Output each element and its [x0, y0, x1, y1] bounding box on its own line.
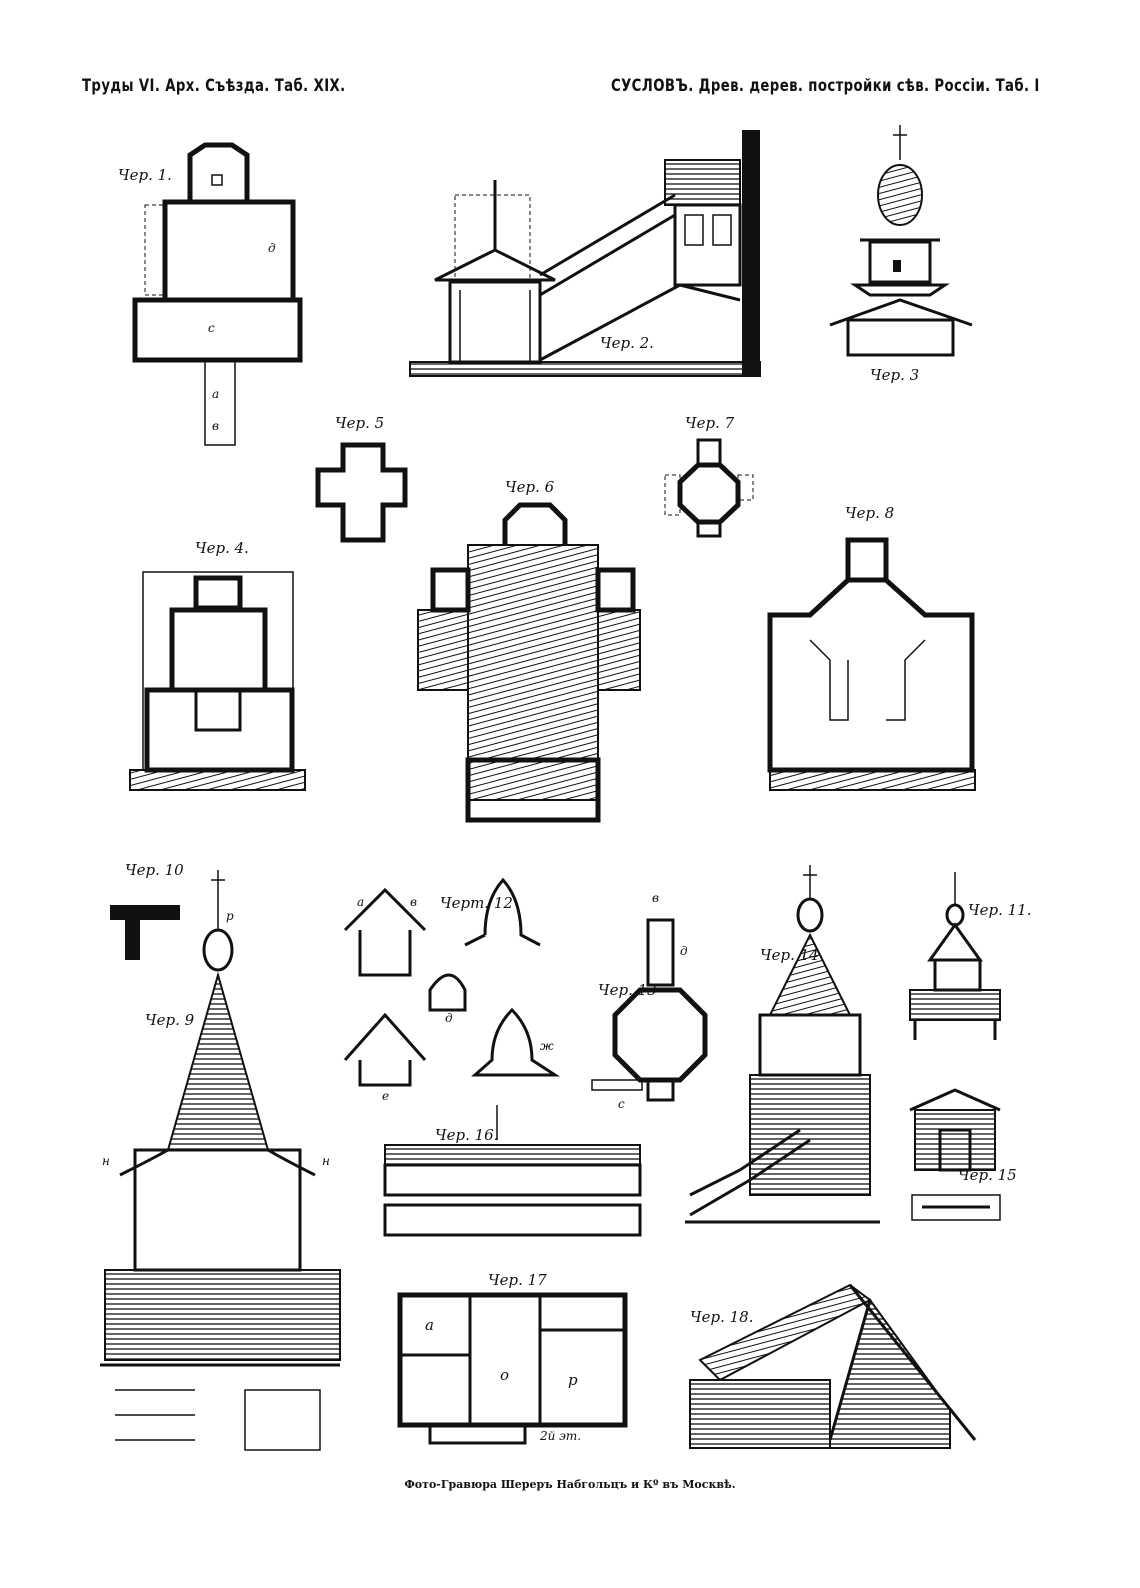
figure-11-label: Чер. 11. — [968, 901, 1031, 919]
figure-15-elevation: Чер. 15 — [909, 1088, 1017, 1221]
figure-4-label: Чер. 4. — [195, 539, 249, 557]
figure-2-label: Чер. 2. — [600, 334, 654, 352]
figure-12-label: Черт. 12 — [440, 894, 513, 912]
figure-8-plan: Чер. 8 — [767, 504, 976, 791]
fig17-letter: а — [425, 1316, 434, 1334]
figure-14-bell-tower-elevation: Чер. 14 — [685, 865, 880, 1224]
fig13-letter: в — [652, 891, 659, 905]
figure-10-cross-plan: Чер. 10 — [110, 861, 184, 960]
figure-13-octagon-plan: Чер. 13 в д с — [591, 891, 708, 1111]
figure-17-plan: Чер. 17 о р а 2й эт. — [397, 1271, 628, 1445]
figure-18-perspective: Чер. 18. — [689, 1283, 977, 1449]
figure-5-label: Чер. 5 — [335, 414, 384, 432]
fig1-letter: д — [268, 241, 276, 255]
figure-1-label: Чер. 1. — [118, 166, 172, 184]
figure-13-label: Чер. 13 — [598, 981, 657, 999]
plate-header-right: СУСЛОВЪ. Древ. дерев. постройки сѣв. Рос… — [611, 76, 1040, 96]
engraver-credit: Фото-Гравюра Шереръ Набгольцъ и Кº въ Мо… — [404, 1478, 736, 1491]
fig1-letter: с — [208, 321, 215, 335]
figure-16-label: Чер. 16. — [435, 1126, 498, 1144]
fig12-letter: а — [357, 895, 364, 909]
figure-2-porch-elevation: Чер. 2. — [409, 130, 761, 377]
fig17-letter: р — [568, 1371, 578, 1389]
figure-5-plan: Чер. 5 — [315, 414, 408, 543]
figure-9-tent-church-section: Чер. 9 н н р — [100, 870, 341, 1451]
figure-1-plan: Чер. 1. с а в д — [118, 142, 303, 446]
figure-4-plan: Чер. 4. — [129, 539, 306, 791]
fig12-letter: ж — [540, 1039, 554, 1053]
figure-6-plan: Чер. 6 — [417, 478, 641, 823]
figure-18-label: Чер. 18. — [690, 1308, 753, 1326]
figure-8-label: Чер. 8 — [845, 504, 894, 522]
figure-3-cupola-elevation: Чер. 3 — [829, 125, 973, 384]
fig9-letter: н — [322, 1154, 330, 1168]
fig13-letter: д — [680, 944, 688, 958]
fig1-letter: а — [212, 387, 219, 401]
figure-11-elevation: Чер. 11. — [909, 872, 1031, 1040]
fig9-letter: р — [226, 909, 234, 923]
floor-label: 2й эт. — [539, 1429, 581, 1443]
figure-9-label: Чер. 9 — [145, 1011, 195, 1029]
figure-7-label: Чер. 7 — [685, 414, 735, 432]
figure-17-label: Чер. 17 — [488, 1271, 547, 1289]
figure-3-label: Чер. 3 — [870, 366, 919, 384]
fig9-letter: н — [102, 1154, 110, 1168]
plate-header-left: Труды VI. Арх. Съѣзда. Таб. XIX. — [82, 76, 346, 96]
fig1-letter: в — [212, 419, 219, 433]
fig12-letter: е — [382, 1089, 389, 1103]
fig17-letter: о — [500, 1366, 509, 1384]
figure-7-octagon-plan: Чер. 7 — [664, 414, 754, 538]
figure-10-label: Чер. 10 — [125, 861, 184, 879]
fig13-letter: с — [618, 1097, 625, 1111]
fig12-letter: д — [445, 1011, 453, 1025]
figure-12-roof-details: Черт. 12 а в д е ж — [343, 877, 561, 1103]
figure-6-label: Чер. 6 — [505, 478, 555, 496]
fig12-letter: в — [410, 895, 417, 909]
figure-16-elevation: Чер. 16. — [383, 1105, 642, 1237]
